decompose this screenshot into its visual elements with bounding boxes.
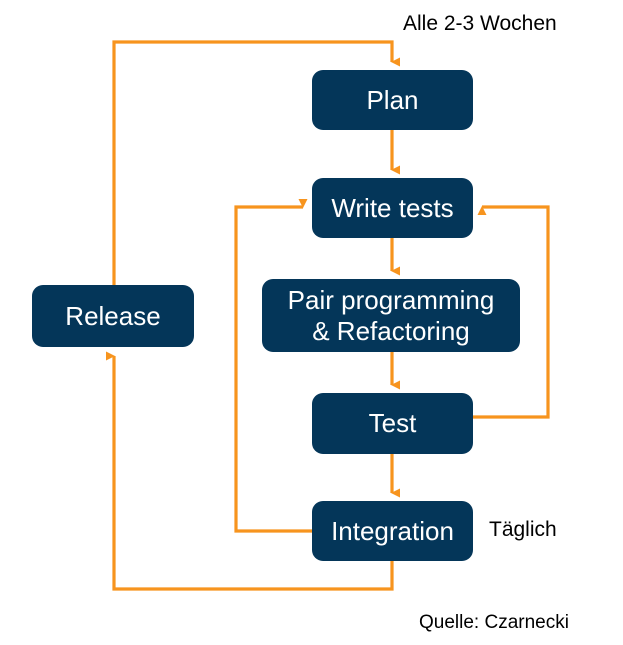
node-release-label: Release <box>65 300 161 331</box>
caption-daily-cadence: Täglich <box>489 518 557 541</box>
node-integration[interactable]: Integration <box>312 501 473 561</box>
node-plan-label: Plan <box>366 84 419 115</box>
node-pair-programming-refactoring-label: Pair programming & Refactoring <box>287 285 495 346</box>
node-test[interactable]: Test <box>312 393 473 454</box>
node-write-tests[interactable]: Write tests <box>312 178 473 238</box>
connector-integration-to-write-tests <box>234 199 312 533</box>
node-release[interactable]: Release <box>32 285 194 347</box>
caption-iteration-cadence: Alle 2-3 Wochen <box>403 12 557 35</box>
node-write-tests-label: Write tests <box>331 192 454 223</box>
node-integration-label: Integration <box>331 515 454 546</box>
node-plan[interactable]: Plan <box>312 70 473 130</box>
caption-source-attribution: Quelle: Czarnecki <box>419 612 569 633</box>
node-pair-programming-refactoring[interactable]: Pair programming & Refactoring <box>262 279 520 352</box>
node-test-label: Test <box>368 408 417 439</box>
